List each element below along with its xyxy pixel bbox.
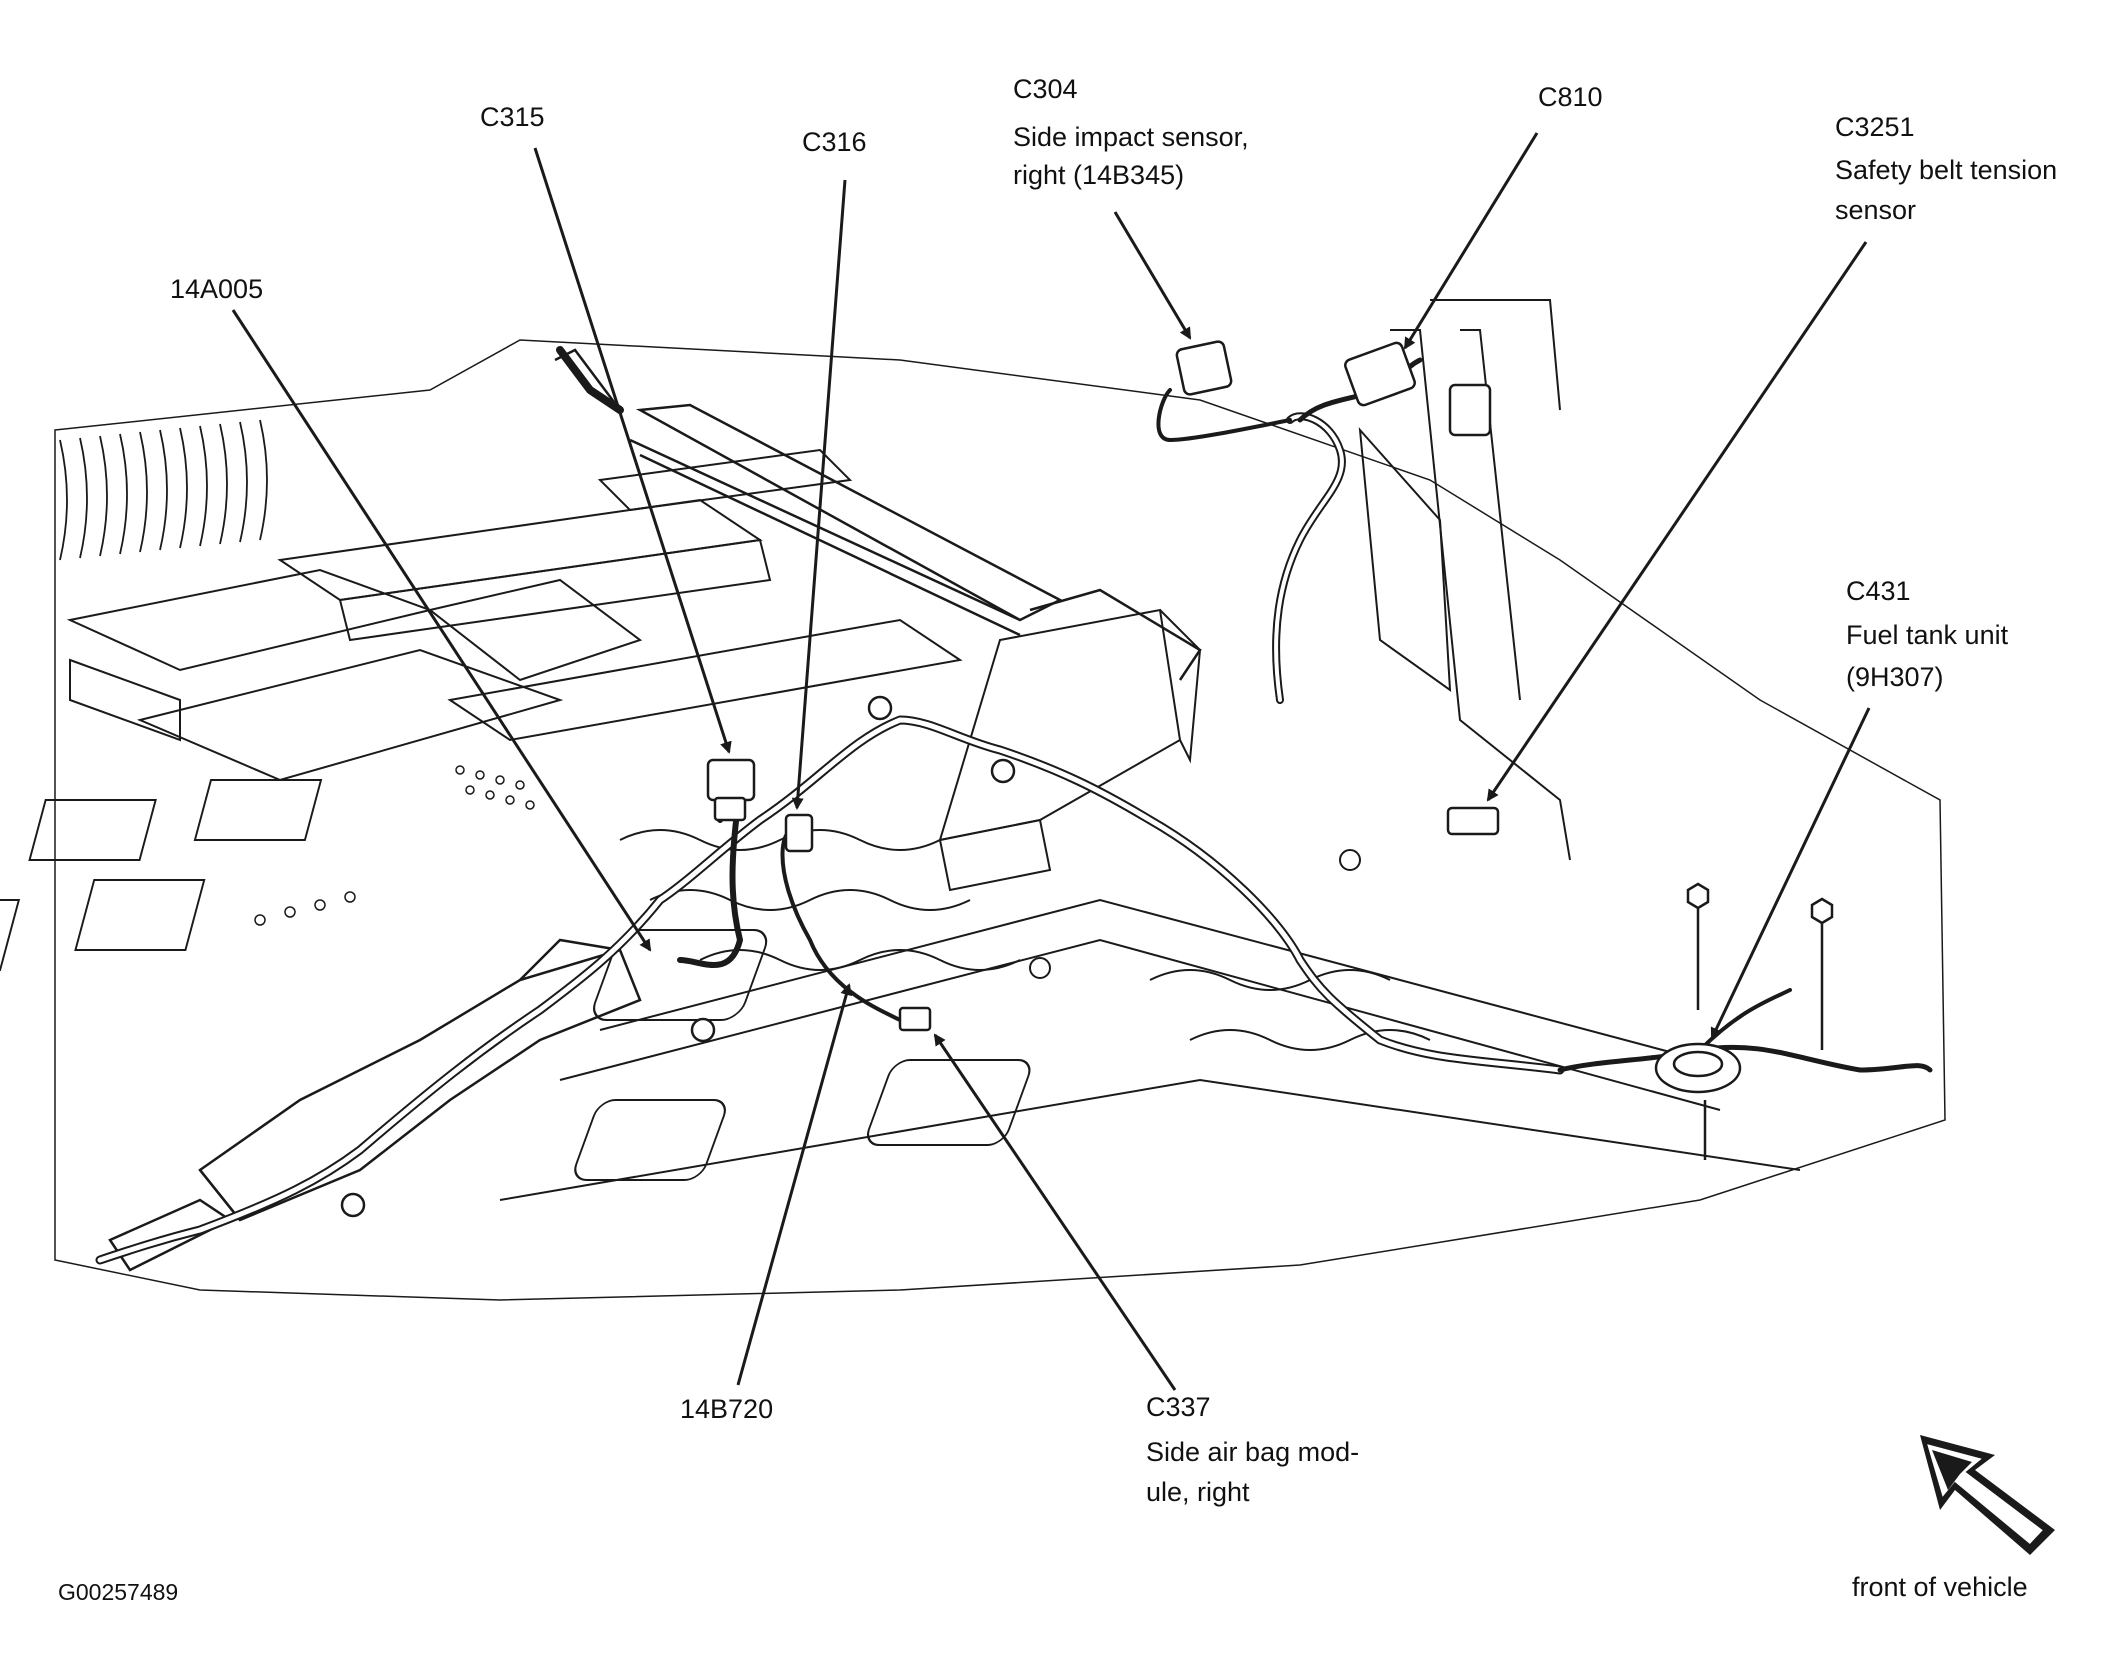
connector-c315-body <box>706 758 756 822</box>
front-direction-arrow-icon <box>1920 1435 2055 1555</box>
label-c3251-desc-line1: Safety belt tension <box>1835 155 2058 185</box>
vent-dimples <box>254 765 535 926</box>
label-c3251-id: C3251 <box>1835 112 1915 142</box>
leader-c3251 <box>1486 241 1868 802</box>
leader-14b720 <box>736 983 853 1386</box>
leader-c304 <box>1113 211 1192 340</box>
leader-14a005 <box>231 309 652 952</box>
front-of-vehicle-label: front of vehicle <box>1852 1572 2028 1602</box>
rear-floor-ribs <box>59 419 268 561</box>
label-c337-desc-line2: ule, right <box>1146 1477 1250 1507</box>
connector-c3251-body <box>1446 806 1500 836</box>
label-14b720: 14B720 <box>680 1394 774 1424</box>
connector-c304-body <box>1175 340 1233 396</box>
label-c431-id: C431 <box>1846 576 1911 606</box>
label-c316: C316 <box>802 127 867 157</box>
leader-c315 <box>533 147 732 754</box>
leader-c337 <box>933 1033 1177 1391</box>
label-c810: C810 <box>1538 82 1603 112</box>
wiring-harness <box>95 346 1933 1265</box>
leader-c810 <box>1403 132 1539 350</box>
label-c304-desc-line2: right (14B345) <box>1013 160 1185 190</box>
label-c337-desc-line1: Side air bag mod- <box>1146 1437 1360 1467</box>
label-c431-desc-line1: Fuel tank unit <box>1846 620 2009 650</box>
figure-id: G00257489 <box>58 1579 179 1605</box>
floor-pan-structure <box>0 299 1946 1301</box>
fasteners <box>340 695 1834 1218</box>
leader-c431 <box>1710 707 1871 1040</box>
connector-c431-body <box>1654 1042 1742 1094</box>
label-c304-desc-line1: Side impact sensor, <box>1013 122 1249 152</box>
label-c431-desc-line2: (9H307) <box>1846 662 1944 692</box>
label-14a005: 14A005 <box>170 274 264 304</box>
leader-lines <box>231 132 1871 1391</box>
label-c315: C315 <box>480 102 545 132</box>
connector-c316-body <box>784 813 814 853</box>
label-c304-id: C304 <box>1013 74 1078 104</box>
connector-c810-body <box>1344 341 1492 437</box>
connector-c337-body <box>898 1006 932 1032</box>
label-c337-id: C337 <box>1146 1392 1211 1422</box>
leader-c316 <box>791 179 847 810</box>
label-c3251-desc-line2: sensor <box>1835 195 1917 225</box>
